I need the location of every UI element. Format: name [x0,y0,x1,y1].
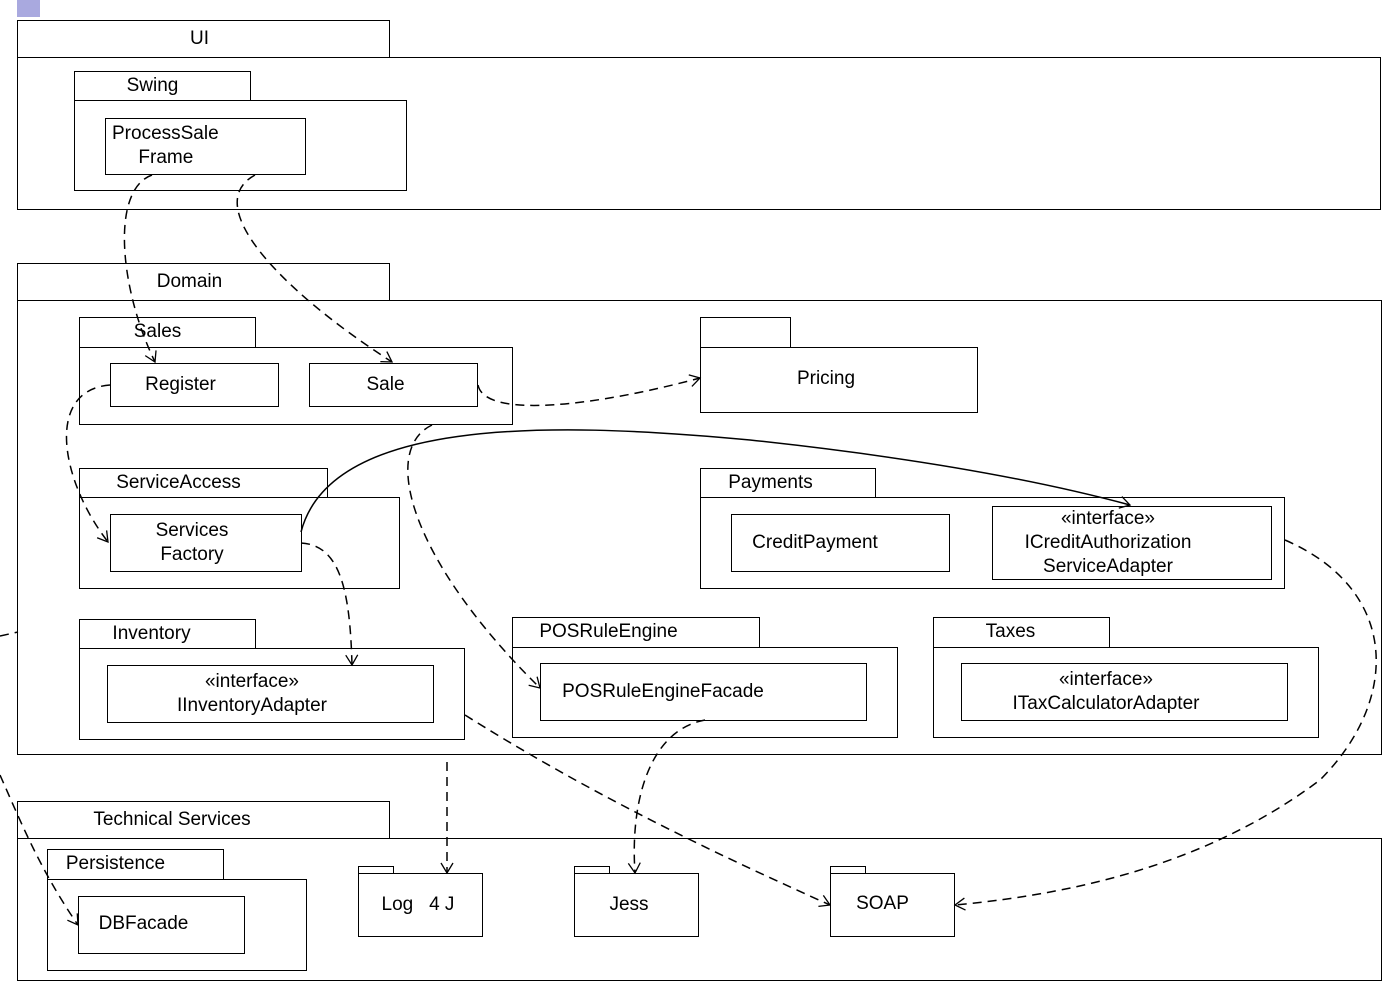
services-factory-label: Services Factory [155,520,229,565]
arrow-rule-engine-to-jess [627,719,706,875]
technical-services-package-name: Technical Services [93,809,251,830]
sales-package-body [79,347,513,425]
persistence-package-name: Persistence [65,853,166,874]
service-access-package-name: ServiceAccess [116,472,241,493]
arrow-frame-to-sale [236,174,394,363]
inventory-package-body [79,648,465,740]
process-sale-frame-label: ProcessSale Frame [112,123,219,168]
services-factory-class [110,514,302,572]
arrow-frame-to-register [123,174,157,364]
credit-authorization-adapter-interface [992,506,1272,580]
arrow-sale-to-rule-engine [407,424,541,689]
sales-package-name: Sales [133,321,182,342]
payments-package-name: Payments [728,472,813,493]
ui-package-body [17,57,1381,210]
domain-package-body [17,300,1382,755]
arrow-services-factory-to-inventory-adapter [300,542,359,667]
swing-package-name: Swing [126,75,179,96]
soap-label: SOAP [856,893,909,914]
arrow-left-stub [0,631,19,637]
pricing-package-tab [700,317,791,348]
domain-package-name: Domain [156,271,223,292]
credit-authorization-adapter-label: «interface» ICreditAuthorization Service… [1024,508,1192,577]
log4j-package-body [358,873,483,937]
arrow-left-to-dbfacade [0,774,79,927]
db-facade-class [78,896,245,954]
log4j-label: Log 4 J [381,894,455,915]
swing-package-body [74,100,407,191]
register-class [110,363,279,407]
pos-rule-engine-facade-class [540,663,867,721]
sale-class [309,363,478,407]
process-sale-frame-class [105,118,306,175]
persistence-package-body [47,879,307,971]
arrow-inventory-to-soap [464,714,832,908]
db-facade-label: DBFacade [98,913,189,934]
pos-rule-engine-facade-label: POSRuleEngineFacade [562,681,764,702]
pricing-package-name: Pricing [796,368,856,389]
tax-calculator-adapter-label: «interface» ITaxCalculatorAdapter [1012,669,1200,714]
register-label: Register [145,374,216,395]
taxes-package-name: Taxes [985,621,1036,642]
jess-package-body [574,873,699,937]
inventory-adapter-label: «interface» IInventoryAdapter [177,671,327,716]
arrow-register-to-services-factory [65,384,111,543]
corner-marker [17,0,40,17]
technical-services-package-body [17,838,1382,981]
inventory-package-name: Inventory [112,623,191,644]
arrow-services-factory-to-credit-adapter [300,429,1132,533]
pos-rule-engine-package-name: POSRuleEngine [539,621,678,642]
credit-payment-class [731,514,950,572]
payments-package-body [700,497,1285,589]
pricing-package-body [700,347,978,413]
inventory-adapter-interface [107,665,434,723]
ui-package-name: UI [190,28,209,49]
arrow-sale-to-pricing [477,374,702,407]
tax-calculator-adapter-interface [961,663,1288,721]
credit-payment-label: CreditPayment [752,532,878,553]
service-access-package-body [79,497,400,589]
soap-package-body [830,873,955,937]
taxes-package-body [933,647,1319,738]
pos-rule-engine-package-body [512,647,898,738]
sale-label: Sale [366,374,405,395]
jess-label: Jess [609,894,649,915]
